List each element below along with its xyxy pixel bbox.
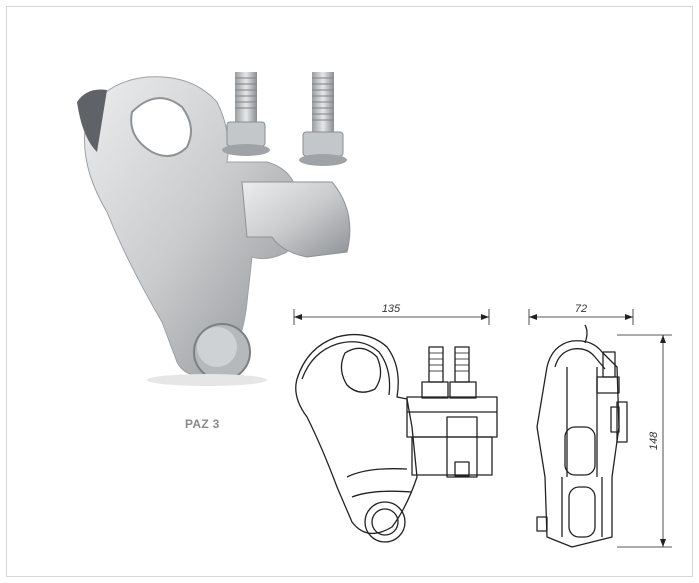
front-view	[528, 309, 672, 548]
dimension-width-side: 135	[382, 303, 401, 315]
model-label: PAZ 3	[185, 417, 220, 431]
product-photo	[77, 72, 351, 386]
dimension-height: 148	[648, 431, 660, 450]
dimension-width-front: 72	[575, 303, 587, 315]
technical-drawing: 135 72 148	[293, 303, 672, 548]
product-card: PAZ 3	[6, 6, 693, 577]
side-view	[293, 309, 498, 543]
